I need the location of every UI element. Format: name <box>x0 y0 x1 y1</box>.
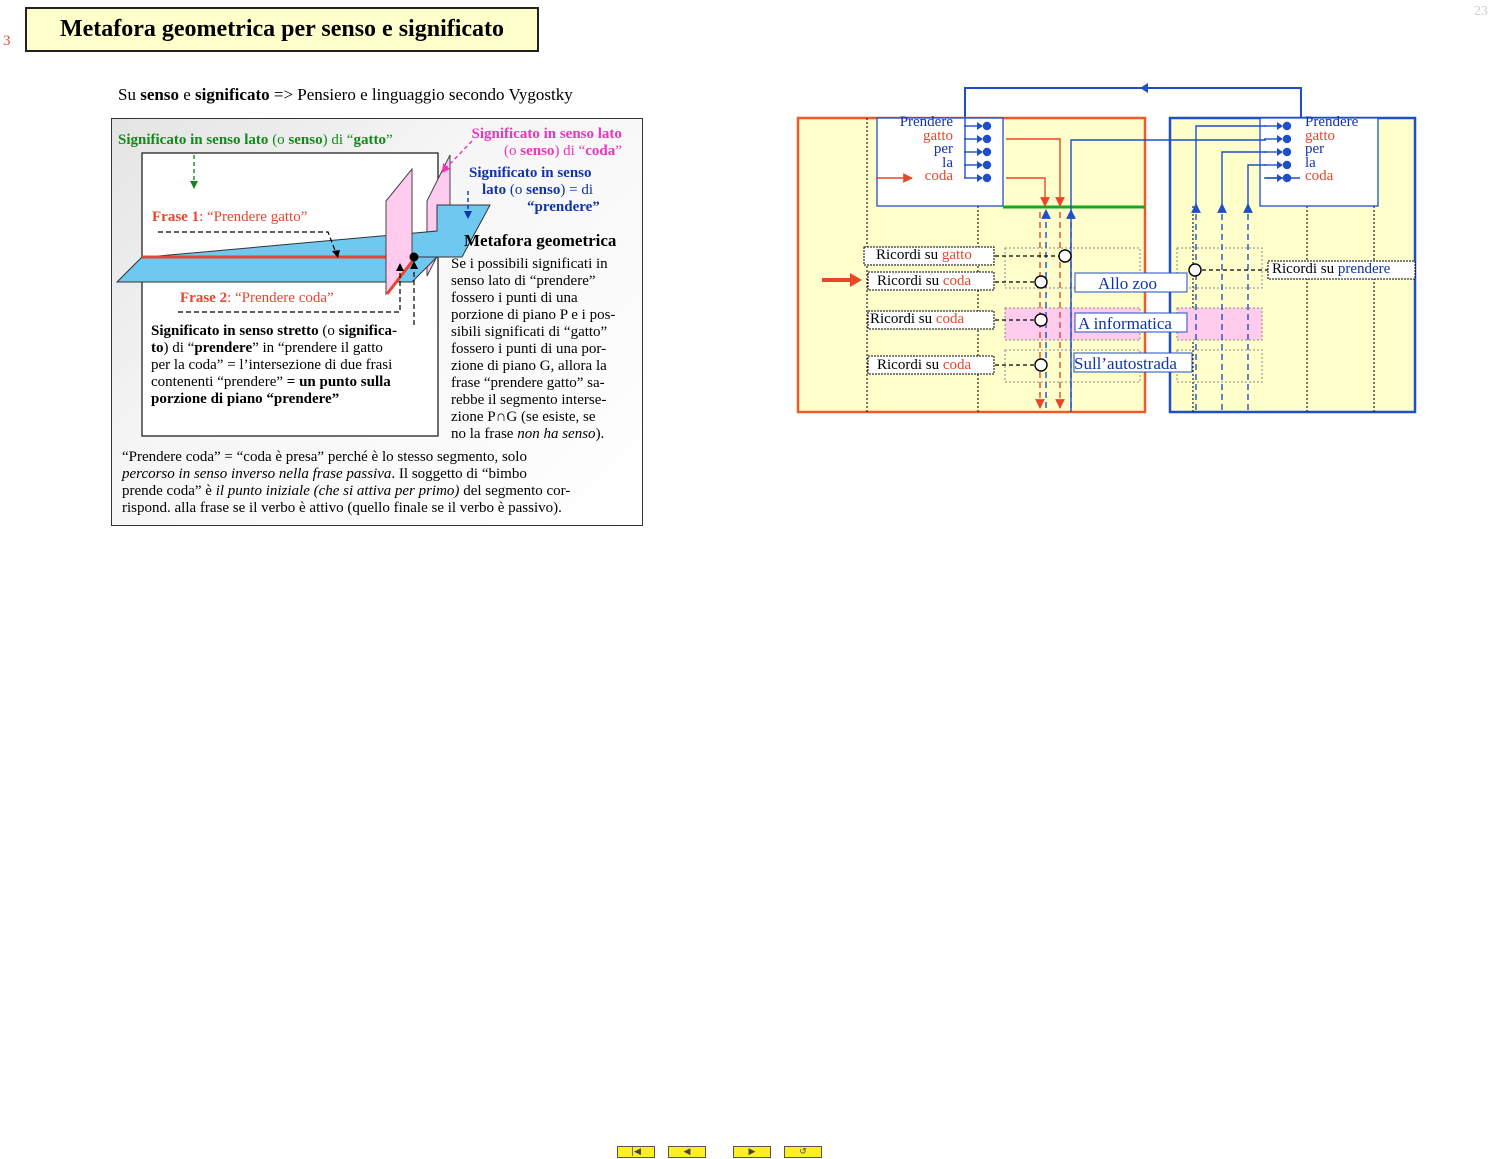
node-coda-3 <box>1034 358 1048 372</box>
metafora-text: Se i possibili significati in senso lato… <box>451 256 616 442</box>
ricordi-prendere: Ricordi su prendere <box>1272 261 1391 277</box>
return-button[interactable]: ↺ <box>784 1146 822 1158</box>
ricordi-gatto: Ricordi su gatto <box>876 247 972 263</box>
node-gatto <box>1058 249 1072 263</box>
slide-number: 3 <box>3 33 11 49</box>
previous-page-button[interactable]: ◀ <box>668 1146 706 1158</box>
context-informatica: A informatica <box>1078 314 1172 333</box>
node-coda-1 <box>1034 275 1048 289</box>
feedback-loop <box>964 87 1302 118</box>
first-page-button[interactable]: |◀ <box>617 1146 655 1158</box>
bottom-explanation: “Prendere coda” = “coda è presa” perché … <box>122 449 571 516</box>
network-diagram <box>796 83 1417 414</box>
blue-label: Significato in senso lato (o senso) = di… <box>469 165 600 215</box>
ricordi-coda-2: Ricordi su coda <box>870 311 965 327</box>
frase-2-label: Frase 2: “Prendere coda” <box>180 290 334 306</box>
ricordi-coda-3: Ricordi su coda <box>877 357 972 373</box>
frase-1-label: Frase 1: “Prendere gatto” <box>152 209 308 225</box>
subtitle: Su senso e significato => Pensiero e lin… <box>118 85 573 104</box>
node-coda-2 <box>1034 313 1048 327</box>
metafora-panel: Significato in senso lato (o senso) di “… <box>111 118 643 526</box>
highlight-right <box>1176 307 1263 341</box>
ricordi-coda-1: Ricordi su coda <box>877 273 972 289</box>
next-page-button[interactable]: ▶ <box>733 1146 771 1158</box>
node-prendere <box>1188 263 1202 277</box>
green-label: Significato in senso lato (o senso) di “… <box>118 132 393 148</box>
pink-label: Significato in senso lato (o senso) di “… <box>471 126 622 159</box>
page-number: 23 <box>1474 4 1488 19</box>
right-words: Prendere gatto per la coda <box>1305 114 1359 184</box>
strict-meaning-text: Significato in senso stretto (o signific… <box>151 323 397 407</box>
context-allo-zoo: Allo zoo <box>1098 274 1158 293</box>
planes-illustration <box>115 140 491 437</box>
context-autostrada: Sull’autostrada <box>1074 354 1177 373</box>
metafora-title: Metafora geometrica <box>464 231 617 250</box>
left-words: Prendere gatto per la coda <box>899 114 953 184</box>
page-title: Metafora geometrica per senso e signific… <box>25 7 539 52</box>
